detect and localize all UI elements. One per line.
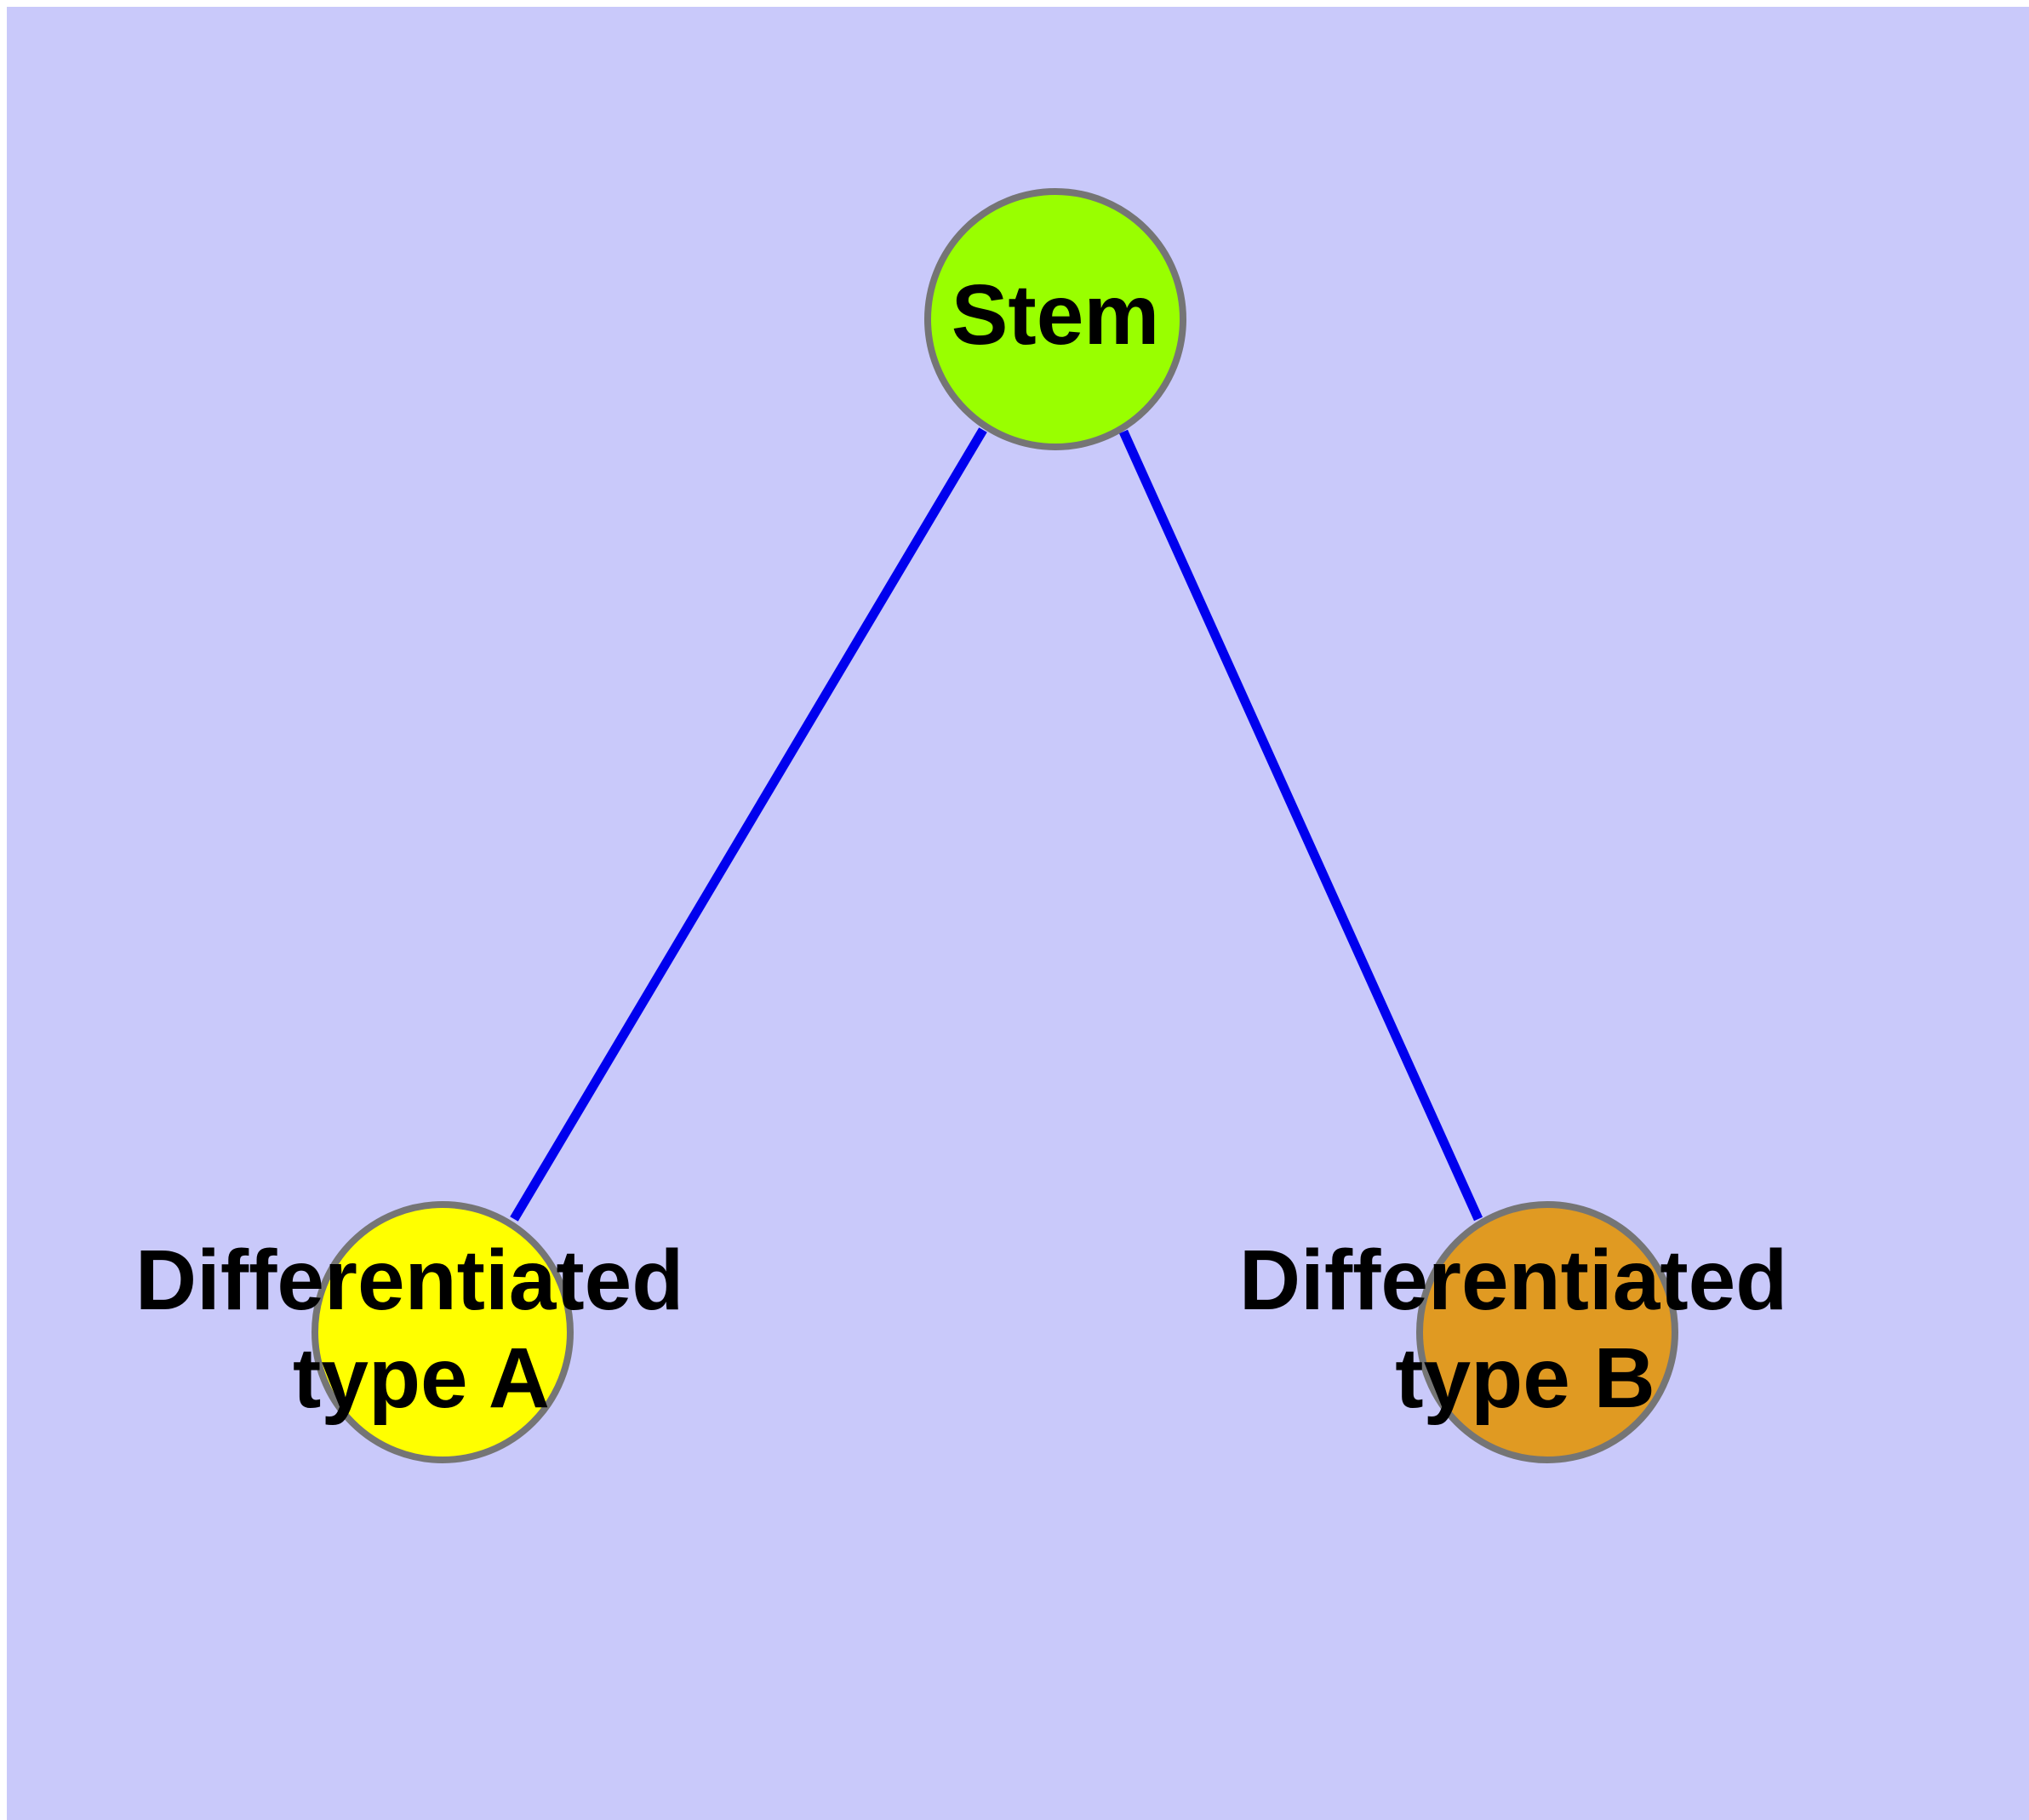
node-differentiated-type-a-label-line-2: type A (293, 1331, 550, 1426)
edge-layer (510, 427, 1483, 1222)
node-differentiated-type-b[interactable] (1416, 1201, 1678, 1463)
node-differentiated-type-b-circle[interactable] (1416, 1201, 1678, 1463)
node-differentiated-type-a-label: Differentiated type A (135, 1233, 707, 1426)
node-stem-label: Stem (952, 267, 1160, 363)
node-differentiated-type-b-label: Differentiated type B (1239, 1233, 1811, 1426)
node-differentiated-type-a-circle[interactable] (311, 1201, 574, 1463)
node-differentiated-type-a[interactable] (311, 1201, 574, 1463)
node-layer (311, 188, 1678, 1463)
node-stem[interactable] (924, 188, 1186, 450)
node-differentiated-type-a-label-line-1: Differentiated (135, 1233, 684, 1328)
node-differentiated-type-b-label-line-2: type B (1395, 1331, 1655, 1426)
node-stem-label-line-1: Stem (952, 267, 1160, 363)
node-stem-circle[interactable] (924, 188, 1186, 450)
edge-stem-to-differentiated-type-a[interactable] (510, 427, 987, 1222)
node-differentiated-type-b-label-line-1: Differentiated (1239, 1233, 1788, 1328)
edge-stem-to-differentiated-type-b[interactable] (1118, 429, 1483, 1222)
label-layer: Stem Differentiated type A Differentiate… (135, 267, 1811, 1426)
